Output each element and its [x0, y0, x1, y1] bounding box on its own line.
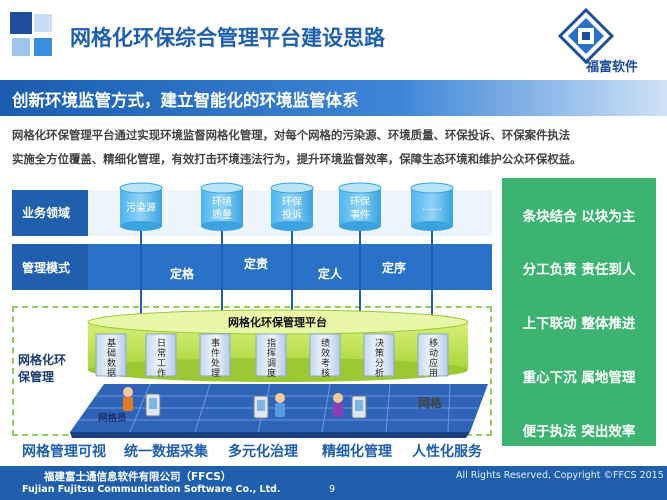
- intro-line: 网格化环保管理平台通过实现环境监督网格化管理，对每个网格的污染源、环境质量、环保…: [12, 128, 571, 142]
- principle-item: 上下联动 整体推进: [522, 316, 636, 332]
- cylinder-label-line: 投诉: [282, 210, 302, 221]
- mode-label: 定序: [382, 261, 407, 275]
- management-label: 管理模式: [22, 261, 71, 275]
- cylinder-label-line: 环境: [212, 197, 232, 208]
- logo-text: 福富软件: [586, 60, 639, 75]
- page-number: 9: [329, 484, 336, 495]
- connector-lines: [140, 228, 433, 316]
- intro-line: 实施全方位覆盖、精细化管理，有效打击环境违法行为，提升环境监督效率，保障生态环境…: [12, 152, 582, 166]
- grid-member-figures: [123, 387, 367, 419]
- cylinder-label-line: 事件: [350, 210, 370, 221]
- decor-square: [34, 38, 52, 56]
- grid-side-label: 网格: [418, 396, 443, 410]
- platform-modules: [95, 333, 449, 377]
- principle-item: 便于执法 突出效率: [522, 424, 636, 440]
- grid-label-line: 网格化环: [18, 353, 67, 367]
- platform-title: 网格化环保管理平台: [228, 316, 327, 329]
- principles-panel: [502, 178, 656, 446]
- grid-member-label: 网格员: [98, 413, 127, 424]
- phone-icon: [145, 393, 161, 417]
- cylinder-incident: [338, 182, 382, 231]
- cylinder-label-line: 质量: [212, 210, 232, 221]
- subtitle: 创新环境监管方式，建立智能化的环境监管体系: [12, 91, 359, 110]
- footer-company-en: Fujian Fujitsu Communication Software Co…: [22, 484, 281, 495]
- module-label: 绩效考核: [319, 338, 329, 378]
- footer-copyright: All Rights Reserved, Copyright ©FFCS 201…: [456, 470, 664, 481]
- cylinder-label: 环保 事件: [339, 196, 381, 222]
- cylinder-label-line: 环保: [350, 197, 370, 208]
- decor-square: [12, 38, 30, 56]
- principle-item: 分工负责 责任到人: [522, 262, 636, 278]
- feature-label: 精细化管理: [322, 444, 392, 460]
- cylinder-label: 污染源: [120, 203, 162, 215]
- cylinder-label-line: 环保: [282, 197, 302, 208]
- page-title: 网格化环保综合管理平台建设思路: [70, 26, 385, 50]
- mode-label: 定责: [244, 257, 269, 271]
- cylinder-env-quality: [200, 182, 244, 231]
- cylinder-label-line: ……: [422, 202, 442, 213]
- management-band-inner: [88, 244, 492, 290]
- phone-icon: [351, 395, 367, 419]
- cylinder-more: [410, 182, 454, 231]
- module-label: 事件处理: [209, 338, 219, 378]
- module-label: 基础数据: [105, 338, 115, 378]
- principle-item: 重心下沉 属地管理: [522, 370, 636, 386]
- module-label: 指挥调度: [265, 338, 275, 378]
- cylinder-complaint: [270, 182, 314, 231]
- grid-label-line: 保管理: [18, 370, 55, 384]
- decor-square: [10, 12, 32, 34]
- person-icon: [123, 387, 133, 411]
- cylinder-label: 环保 投诉: [271, 196, 313, 222]
- feature-label: 多元化治理: [228, 444, 298, 460]
- person-icon: [333, 393, 343, 417]
- grid-management-label: 网格化环 保管理: [18, 352, 66, 386]
- feature-label: 人性化服务: [412, 444, 482, 460]
- subtitle-bar: [0, 80, 667, 116]
- mode-label: 定人: [318, 267, 343, 281]
- cylinder-label: 环境 质量: [201, 196, 243, 222]
- decor-square: [34, 14, 52, 32]
- footer-bar: [0, 466, 667, 500]
- person-icon: [275, 393, 285, 417]
- module-label: 日常工作: [155, 338, 165, 378]
- company-logo-icon: [558, 8, 614, 64]
- principle-item: 条块结合 以块为主: [522, 209, 636, 225]
- business-label: 业务领域: [22, 206, 71, 220]
- phone-icon: [253, 395, 269, 419]
- mode-label: 定格: [170, 267, 195, 281]
- footer-company-cn: 福建富士通信息软件有限公司（FFCS）: [44, 471, 232, 483]
- cylinder-pollution: [119, 182, 163, 231]
- module-label: 移动应用: [427, 338, 437, 378]
- feature-label: 统一数据采集: [124, 444, 208, 460]
- cylinder-label: ……: [411, 202, 453, 214]
- cylinder-label-line: 污染源: [126, 203, 156, 214]
- module-label: 决策分析: [373, 338, 383, 378]
- feature-label: 网格管理可视: [22, 444, 106, 460]
